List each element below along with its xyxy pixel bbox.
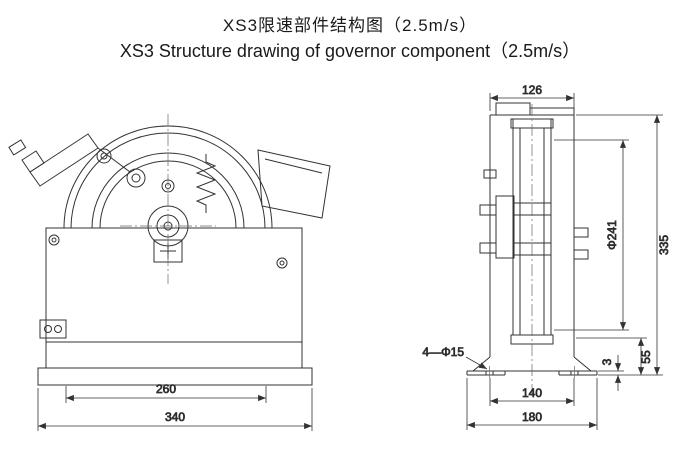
dim-foot-height-label: 55 [639, 350, 653, 364]
dim-front-inner-label: 260 [156, 382, 176, 396]
front-view [8, 114, 331, 386]
dim-plate-thickness-label: 3 [600, 358, 614, 365]
side-view [466, 102, 598, 396]
dim-side-height-label: 335 [657, 235, 671, 255]
dim-base-inner-label: 140 [522, 386, 542, 400]
dim-side-top-label: 126 [522, 83, 542, 97]
title-chinese: XS3限速部件结构图（2.5m/s） [222, 16, 478, 35]
dim-base-total-label: 180 [522, 410, 542, 424]
dim-front-total-label: 340 [165, 410, 185, 424]
dim-holes-label: 4—Φ15 [422, 345, 464, 359]
dim-wheel-diameter-label: Φ241 [605, 220, 619, 250]
dimensions: 260 340 126 Φ241 335 55 [37, 83, 671, 431]
title-english: XS3 Structure drawing of governor compon… [119, 41, 581, 61]
